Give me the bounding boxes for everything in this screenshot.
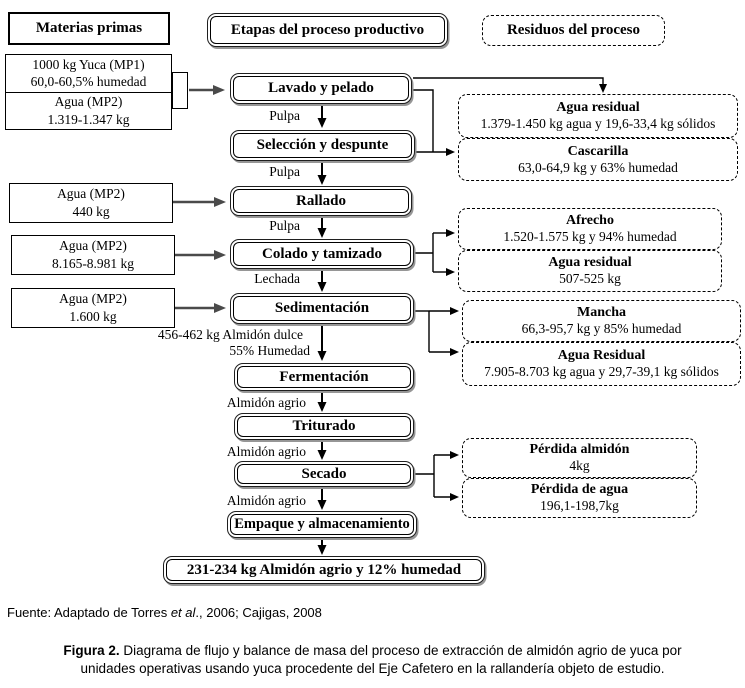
residue-agua-residual-1-value: 1.379-1.450 kg agua y 19,6-33,4 kg sólid…: [480, 116, 716, 132]
material-agua4-line1: Agua (MP2): [59, 291, 127, 307]
figure-caption-line1: Figura 2. Diagrama de flujo y balance de…: [0, 642, 745, 660]
stage-sedimentacion-label: Sedimentación: [233, 296, 411, 321]
source-note-suffix: ., 2006; Cajigas, 2008: [195, 605, 322, 620]
residue-agua-residual-2-title: Agua residual: [548, 255, 632, 271]
materials-bracket: [172, 72, 188, 109]
residue-agua-residual-2: Agua residual 507-525 kg: [458, 250, 722, 292]
flow-label-lechada: Lechada: [254, 271, 300, 286]
figure-caption: Figura 2. Diagrama de flujo y balance de…: [0, 642, 745, 678]
residue-perdida-agua-title: Pérdida de agua: [530, 482, 629, 498]
flow-label-almidon-agrio-2: Almidón agrio: [226, 444, 306, 459]
stage-triturado-label: Triturado: [237, 416, 411, 437]
stage-empaque-label: Empaque y almacenamiento: [230, 514, 414, 535]
legend-materias-primas: Materias primas: [8, 12, 170, 45]
flow-label-humedad-55: 55% Humedad: [229, 343, 310, 358]
material-box-yuca-agua: 1000 kg Yuca (MP1) 60,0-60,5% humedad Ag…: [5, 54, 172, 130]
residue-perdida-almidon-title: Pérdida almidón: [529, 442, 630, 458]
flow-label-pulpa-2: Pulpa: [269, 164, 300, 179]
flow-label-pulpa-3: Pulpa: [269, 218, 300, 233]
residue-agua-residual-3-value: 7.905-8.703 kg agua y 29,7-39,1 kg sólid…: [484, 364, 719, 380]
material-cell-agua1: Agua (MP2) 1.319-1.347 kg: [6, 93, 171, 129]
stage-lavado-label: Lavado y pelado: [233, 76, 409, 101]
residue-perdida-agua-value: 196,1-198,7kg: [540, 498, 619, 514]
flow-label-almidon-dulce: 456-462 kg Almidón dulce: [157, 327, 303, 342]
flow-label-almidon-agrio-1: Almidón agrio: [226, 395, 306, 410]
material-agua3-line1: Agua (MP2): [59, 238, 127, 254]
material-yuca-line2: 60,0-60,5% humedad: [30, 74, 147, 90]
stage-secado-label: Secado: [237, 464, 411, 484]
residue-mancha-title: Mancha: [577, 305, 626, 321]
material-cell-yuca: 1000 kg Yuca (MP1) 60,0-60,5% humedad: [6, 55, 171, 93]
legend-etapas-proceso: Etapas del proceso productivo: [207, 13, 448, 47]
residue-perdida-almidon-value: 4kg: [569, 458, 590, 474]
material-agua1-line1: Agua (MP2): [54, 94, 123, 110]
figure-caption-text: Diagrama de flujo y balance de masa del …: [119, 643, 682, 658]
stage-empaque-y-almacenamiento: Empaque y almacenamiento: [227, 511, 417, 538]
residue-perdida-almidon: Pérdida almidón 4kg: [462, 438, 697, 478]
residue-agua-residual-3-title: Agua Residual: [557, 348, 646, 364]
material-agua1-line2: 1.319-1.347 kg: [47, 111, 130, 127]
material-agua2-line1: Agua (MP2): [57, 186, 125, 202]
stage-rallado: Rallado: [230, 186, 412, 216]
legend-etapas-label: Etapas del proceso productivo: [210, 16, 445, 44]
legend-materias-label: Materias primas: [35, 20, 143, 36]
stage-seleccion-label: Selección y despunte: [233, 133, 412, 158]
stage-triturado: Triturado: [234, 413, 414, 440]
source-note: Fuente: Adaptado de Torres et al., 2006;…: [7, 605, 322, 620]
residue-arrows: [413, 77, 607, 501]
material-box-agua-440: Agua (MP2) 440 kg: [9, 183, 173, 223]
material-agua3-line2: 8.165-8.981 kg: [51, 256, 135, 271]
material-box-agua-8165: Agua (MP2) 8.165-8.981 kg: [11, 235, 175, 275]
final-output-box: 231-234 kg Almidón agrio y 12% humedad: [163, 556, 485, 584]
residue-agua-residual-1-title: Agua residual: [556, 100, 640, 116]
source-note-prefix: Fuente: Adaptado de Torres: [7, 605, 171, 620]
stage-lavado-y-pelado: Lavado y pelado: [230, 73, 412, 104]
residue-mancha: Mancha 66,3-95,7 kg y 85% humedad: [462, 300, 741, 342]
stage-secado: Secado: [234, 461, 414, 487]
flow-label-almidon-agrio-3: Almidón agrio: [226, 493, 306, 508]
residue-cascarilla-value: 63,0-64,9 kg y 63% humedad: [518, 159, 678, 175]
stage-colado-y-tamizado: Colado y tamizado: [230, 239, 414, 269]
source-note-etal: et al: [170, 605, 196, 620]
residue-afrecho-value: 1.520-1.575 kg y 94% humedad: [503, 229, 677, 245]
residue-afrecho: Afrecho 1.520-1.575 kg y 94% humedad: [458, 208, 722, 250]
residue-cascarilla: Cascarilla 63,0-64,9 kg y 63% humedad: [458, 138, 738, 181]
residue-agua-residual-3: Agua Residual 7.905-8.703 kg agua y 29,7…: [462, 342, 741, 386]
stage-fermentacion-label: Fermentación: [237, 366, 411, 388]
material-agua2-line2: 440 kg: [72, 204, 110, 219]
figure-caption-number: Figura 2.: [63, 643, 120, 658]
stage-colado-label: Colado y tamizado: [233, 242, 411, 266]
material-yuca-line1: 1000 kg Yuca (MP1): [32, 56, 145, 72]
residue-perdida-agua: Pérdida de agua 196,1-198,7kg: [462, 478, 697, 518]
stage-seleccion-y-despunte: Selección y despunte: [230, 130, 415, 161]
material-input-arrows: [173, 85, 226, 313]
residue-cascarilla-title: Cascarilla: [567, 143, 629, 159]
stage-sedimentacion: Sedimentación: [230, 293, 414, 324]
legend-residuos-label: Residuos del proceso: [506, 22, 641, 39]
legend-residuos-proceso: Residuos del proceso: [482, 15, 665, 46]
residue-mancha-value: 66,3-95,7 kg y 85% humedad: [521, 321, 682, 337]
residue-agua-residual-2-value: 507-525 kg: [559, 271, 621, 287]
material-agua4-line2: 1.600 kg: [69, 309, 117, 324]
stage-fermentacion: Fermentación: [234, 363, 414, 391]
stage-rallado-label: Rallado: [233, 189, 409, 213]
residue-afrecho-title: Afrecho: [566, 213, 614, 229]
flow-label-pulpa-1: Pulpa: [269, 108, 300, 123]
final-output-label: 231-234 kg Almidón agrio y 12% humedad: [166, 559, 482, 581]
figure-caption-line2: unidades operativas usando yuca proceden…: [80, 661, 665, 677]
residue-agua-residual-1: Agua residual 1.379-1.450 kg agua y 19,6…: [458, 94, 738, 138]
material-box-agua-1600: Agua (MP2) 1.600 kg: [11, 288, 175, 328]
